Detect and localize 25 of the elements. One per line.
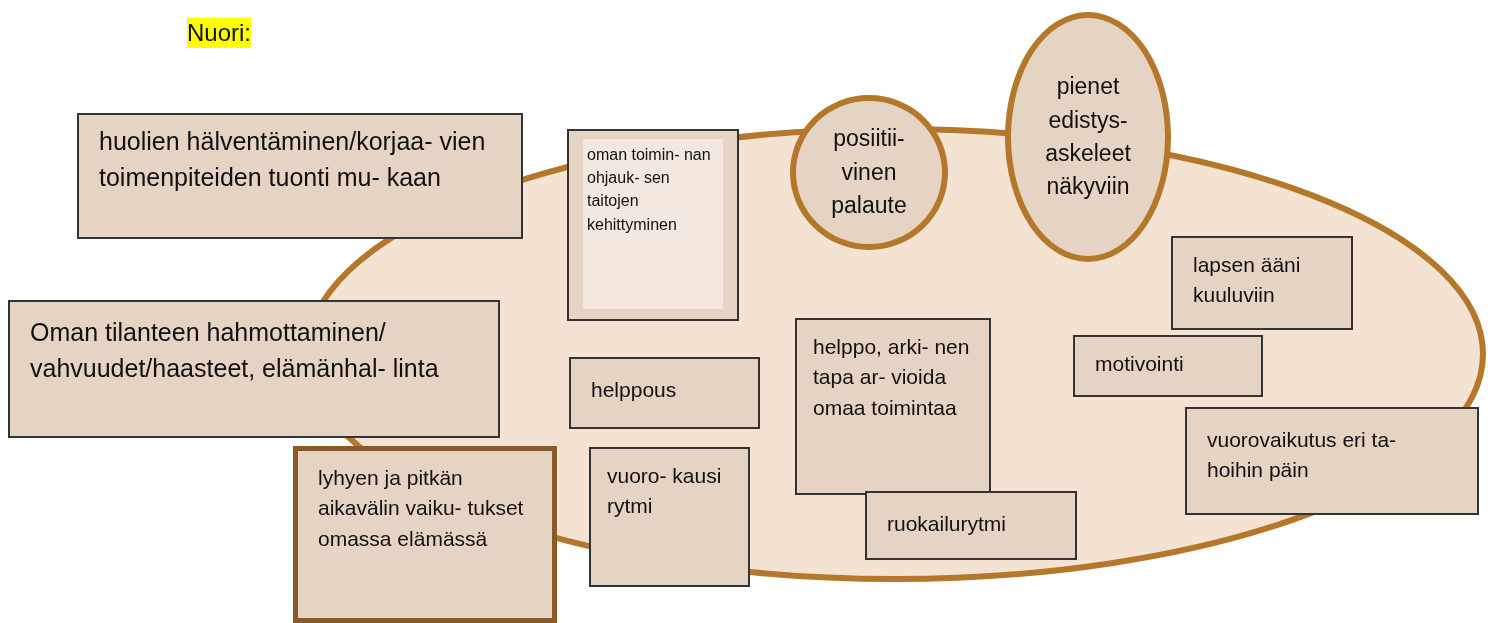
text-box: [795, 318, 991, 495]
text-box: [1185, 407, 1479, 515]
text-box: [865, 491, 1077, 560]
node-text: lapsen ääni kuuluviin: [1193, 252, 1302, 309]
node-text: motivointi: [1095, 351, 1185, 377]
node-text: huolien hälventäminen/korjaa- vien toimenpiteiden tuonti mu- kaan: [99, 126, 487, 194]
node-text: helppo, arki- nen tapa ar- vioida omaa toimintaa: [813, 334, 971, 421]
node-text: vuoro- kausi rytmi: [607, 463, 723, 520]
text-box: [1171, 236, 1353, 330]
node-text: Oman tilanteen hahmottaminen/ vahvuudet/haasteet, elämänhal- linta: [30, 317, 440, 385]
node-text: oman toimin- nan ohjauk- sen taitojen kehittyminen: [587, 145, 712, 235]
text-box: [8, 300, 500, 438]
text-box: [77, 113, 523, 239]
text-box: [293, 446, 557, 623]
node-text: lyhyen ja pitkän aikavälin vaiku- tukset omassa elämässä: [318, 465, 525, 552]
title: Nuori:: [187, 18, 252, 48]
text-box: [567, 129, 739, 321]
text-box: [589, 447, 750, 587]
node-text: helppous: [591, 377, 678, 403]
node-text: vuorovaikutus eri ta- hoihin päin: [1207, 427, 1398, 484]
node-text: pienet edistys- askeleet näkyviin: [1044, 72, 1132, 202]
node-text: ruokailurytmi: [887, 511, 1008, 537]
node-text: posiitii- vinen palaute: [830, 124, 908, 221]
text-box: [569, 357, 760, 429]
text-box: [1073, 335, 1263, 397]
